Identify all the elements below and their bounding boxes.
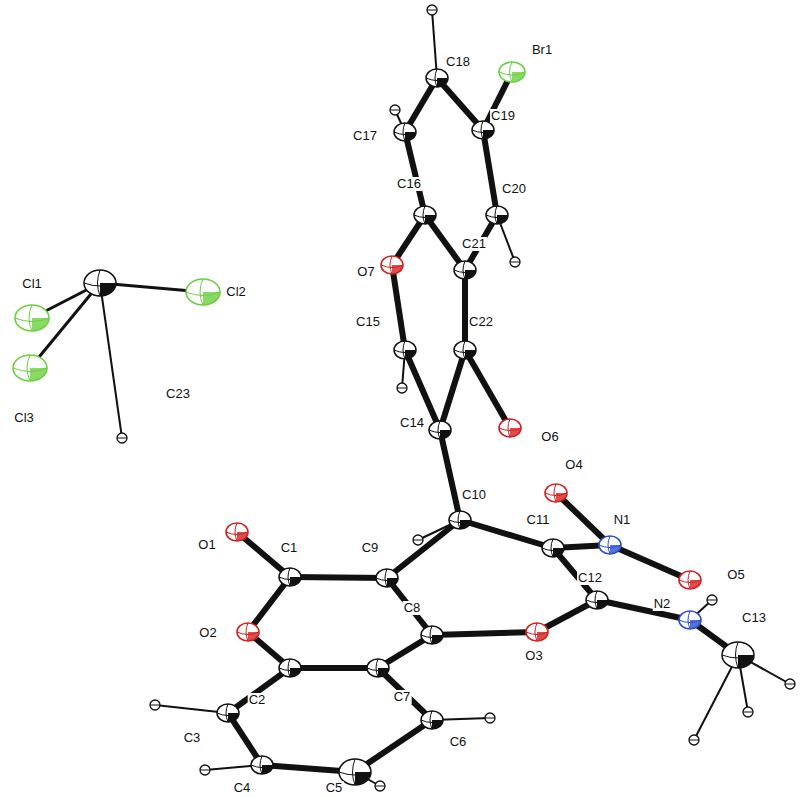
atom-label: C5 xyxy=(325,781,344,795)
atom-label: O6 xyxy=(540,430,559,444)
atom-label: C16 xyxy=(396,177,422,191)
solvent-bonds xyxy=(30,283,203,368)
atom-label: C13 xyxy=(741,611,767,625)
atom-label: C20 xyxy=(501,182,527,196)
atom-label: O1 xyxy=(197,538,216,552)
atom-label: C17 xyxy=(352,129,378,143)
atom-label: O2 xyxy=(198,626,217,640)
atom-label: N1 xyxy=(613,513,632,527)
atom-label: O7 xyxy=(356,265,375,279)
atom-label: C3 xyxy=(183,731,202,745)
atom-label: Cl2 xyxy=(225,285,247,299)
atom-label: C21 xyxy=(461,237,487,251)
atom-label: C2 xyxy=(248,693,267,707)
atom-label: O3 xyxy=(524,649,543,663)
atom-label: C12 xyxy=(577,571,603,585)
atom-ellipsoids xyxy=(13,5,795,791)
atom-label: Cl1 xyxy=(21,277,43,291)
atom-label: C9 xyxy=(361,541,380,555)
atom-label: Br1 xyxy=(531,43,553,57)
atom-label: C22 xyxy=(468,315,494,329)
h-bonds xyxy=(100,10,790,786)
atom-label: C23 xyxy=(165,387,191,401)
atom-label: N2 xyxy=(653,597,672,611)
atom-label: C1 xyxy=(280,541,299,555)
atom-label: O4 xyxy=(564,458,583,472)
atom-label: C7 xyxy=(393,690,412,704)
atom-label: C8 xyxy=(403,601,422,615)
atom-label: Cl3 xyxy=(13,411,35,425)
atom-label: C15 xyxy=(355,315,381,329)
atom-label: C10 xyxy=(461,488,487,502)
atom-label: C19 xyxy=(490,109,516,123)
atom-label: O5 xyxy=(726,568,745,582)
atom-label: C4 xyxy=(233,781,252,795)
atom-label: C14 xyxy=(399,416,425,430)
atom-label: C6 xyxy=(449,735,468,749)
atom-label: C18 xyxy=(445,55,471,69)
bonds xyxy=(228,72,738,772)
atom-label: C11 xyxy=(526,513,551,527)
